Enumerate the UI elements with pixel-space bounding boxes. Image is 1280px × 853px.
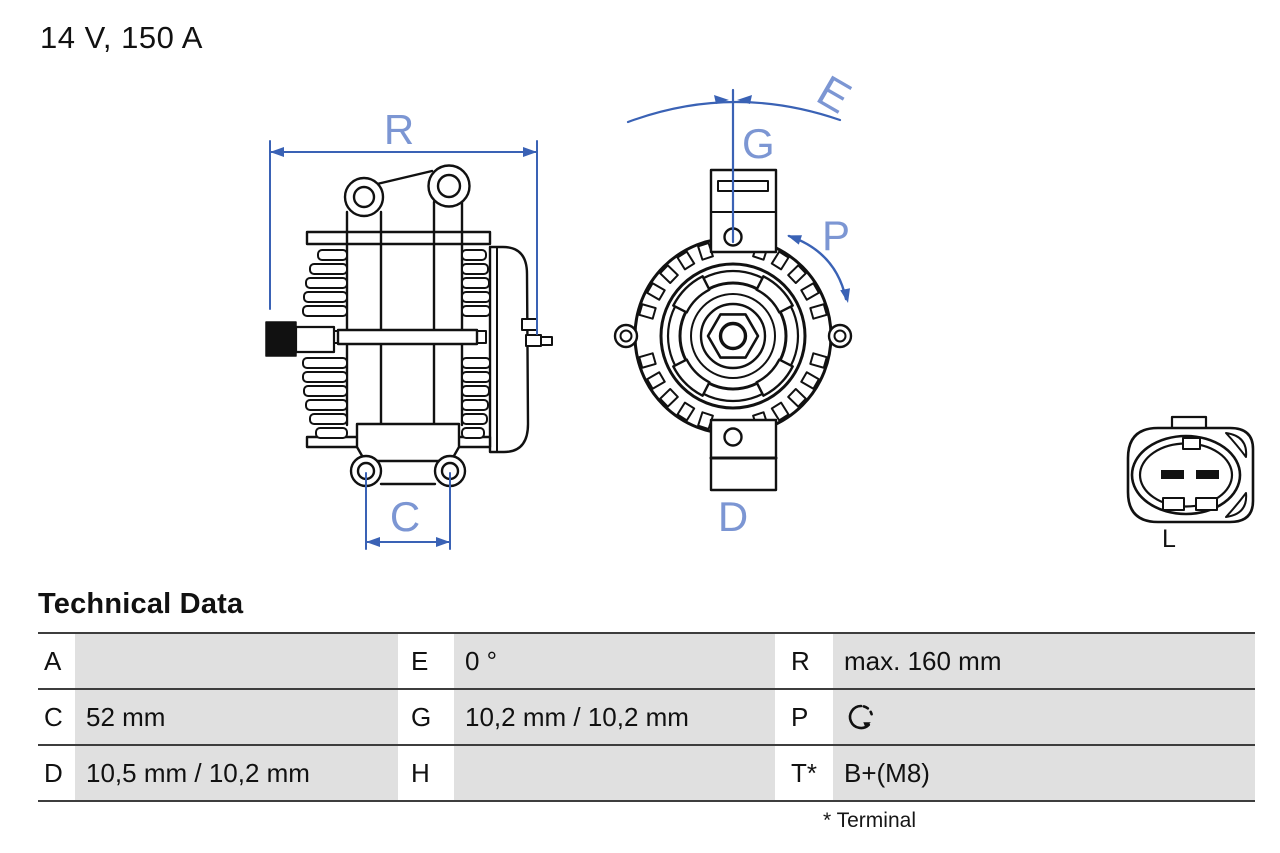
param-value-R: max. 160 mm	[833, 634, 1255, 688]
vent-slots	[638, 241, 828, 431]
front-top-bracket	[709, 168, 778, 254]
connector-oval-outer	[1130, 434, 1242, 516]
front-bottom-bracket	[709, 418, 778, 492]
side-bosses	[613, 323, 853, 349]
table-row: D 10,5 mm / 10,2 mm H T* B+(M8)	[38, 744, 1255, 802]
top-mounting-lugs	[343, 164, 471, 218]
param-label-E: E	[398, 634, 454, 688]
shaft-hex-nut	[706, 313, 760, 359]
alternator-side-view	[265, 164, 553, 488]
connector-pin-right	[1196, 470, 1219, 479]
bottom-mounting-lugs	[349, 422, 467, 488]
cooling-fins-right	[461, 249, 491, 439]
technical-data-heading: Technical Data	[38, 588, 244, 620]
param-value-C: 52 mm	[75, 690, 398, 744]
rotation-direction-icon	[848, 704, 873, 730]
fan-spokes	[672, 275, 794, 397]
param-label-D: D	[38, 746, 75, 800]
dimension-label-C: C	[390, 493, 420, 540]
connector-corner-top-right	[1225, 432, 1248, 458]
cooling-fins-left	[302, 249, 348, 439]
connector-plug-icon	[1126, 415, 1255, 524]
dimension-label-P: P	[822, 212, 850, 259]
param-value-D: 10,5 mm / 10,2 mm	[75, 746, 398, 800]
voltage-amperage-title: 14 V, 150 A	[40, 20, 203, 55]
dimension-label-D: D	[718, 493, 748, 540]
rotation-arrow-P	[787, 234, 850, 303]
connector-notch-right	[1195, 497, 1218, 511]
technical-data-table: A E 0 ° R max. 160 mm C 52 mm G 10,2 mm …	[38, 632, 1255, 802]
dimension-label-G: G	[742, 120, 775, 167]
param-value-T: B+(M8)	[833, 746, 1255, 800]
connector-pinout-label: L	[1162, 525, 1176, 553]
tie-rod	[329, 328, 487, 346]
connector-pin-left	[1161, 470, 1184, 479]
drive-shaft-thread	[265, 321, 336, 357]
param-value-A	[75, 634, 398, 688]
param-label-A: A	[38, 634, 75, 688]
alternator-front-view	[613, 168, 853, 492]
dimension-R	[269, 140, 538, 335]
param-value-G: 10,2 mm / 10,2 mm	[454, 690, 775, 744]
connector-key-tab	[1182, 437, 1201, 450]
connector-notch-left	[1162, 497, 1185, 511]
dimension-label-R: R	[384, 106, 414, 153]
connector-outline	[1126, 426, 1255, 524]
alternator-technical-drawing: R C	[265, 66, 1255, 553]
param-label-R: R	[775, 634, 833, 688]
dimension-C	[365, 472, 451, 550]
terminal-footnote: * Terminal	[823, 809, 916, 832]
param-value-H	[454, 746, 775, 800]
table-row: A E 0 ° R max. 160 mm	[38, 632, 1255, 688]
front-pulley-rings	[659, 262, 807, 410]
param-value-P	[833, 690, 1255, 744]
terminal-pins	[521, 318, 553, 347]
param-label-P: P	[775, 690, 833, 744]
param-label-G: G	[398, 690, 454, 744]
param-value-E: 0 °	[454, 634, 775, 688]
table-row: C 52 mm G 10,2 mm / 10,2 mm P	[38, 688, 1255, 744]
rear-cover	[488, 245, 530, 454]
connector-corner-bottom-right	[1225, 492, 1248, 518]
technical-data-section: Technical Data A E 0 ° R max. 160 mm C 5…	[0, 588, 1280, 833]
dimension-label-E: E	[809, 66, 859, 123]
param-label-C: C	[38, 690, 75, 744]
param-label-T: T*	[775, 746, 833, 800]
param-label-H: H	[398, 746, 454, 800]
